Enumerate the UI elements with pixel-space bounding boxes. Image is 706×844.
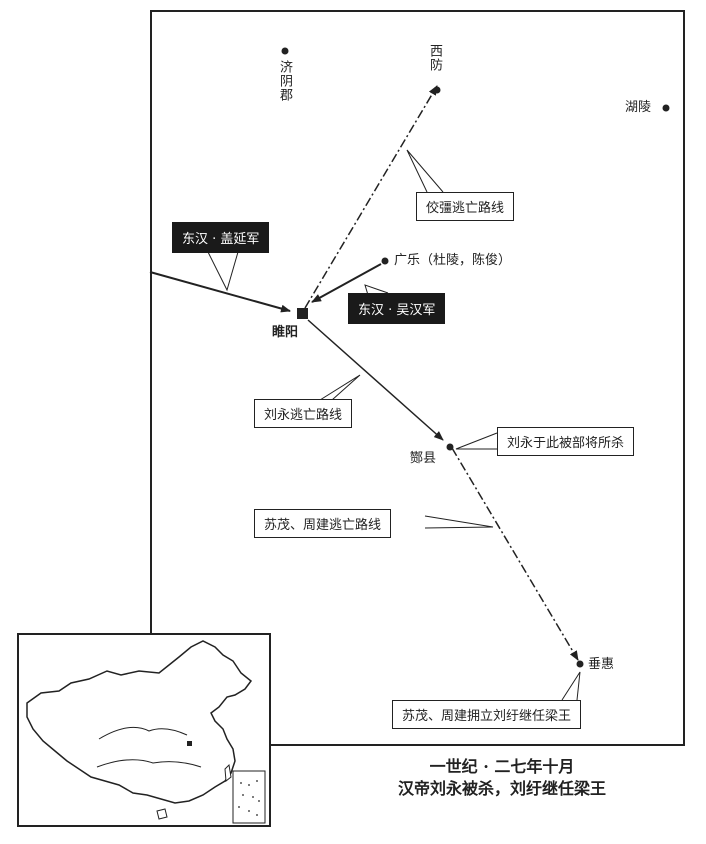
gai-yan-army-arrow [149,271,291,313]
china-mainland-shape [26,640,253,804]
callout-pointer-crown [561,671,581,701]
jiyin-marker [281,47,289,55]
hainan-island [156,808,168,820]
caption-event: 汉帝刘永被杀，刘纡继任梁王 [397,779,606,798]
callout-pointer-sumao-route [424,515,494,529]
zanxian-label: 酂县 [410,451,437,466]
yellow-river-line [98,726,188,740]
sumao-escape-route [451,447,579,661]
liuyong-route-callout: 刘永逃亡路线 [254,399,353,428]
xifang-label: 西防 [427,44,442,72]
wu-han-army-label: 东汉 · 吴汉军 [348,293,446,324]
suiyang-label: 睢阳 [272,325,299,340]
location-marker [187,741,192,746]
callout-pointer-gaiyan [207,251,239,292]
callout-pointer-liuyong-route [319,374,361,401]
south-sea-box [232,770,266,824]
map-caption: 一世纪 · 二七年十月 汉帝刘永被杀，刘纡继任梁王 [352,756,652,800]
caption-date: 一世纪 · 二七年十月 [429,757,575,776]
sumao-route-callout: 苏茂、周建逃亡路线 [254,509,392,538]
chuihui-label: 垂惠 [588,657,615,672]
yangtze-river-line [96,759,202,768]
chuihui-marker [576,660,584,668]
zanxian-marker [446,443,454,451]
callout-pointer-killed [455,432,498,450]
wu-han-army-arrow [311,263,382,303]
china-inset-map [17,633,271,827]
huling-label: 湖陵 [625,100,652,115]
taiwan-island [224,763,232,782]
callout-pointer-wuhan [364,284,389,296]
jiyin-label: 济阴郡 [277,60,292,102]
liuyong-killed-callout: 刘永于此被部将所杀 [497,427,635,456]
xifang-marker [433,86,441,94]
liuyong-escape-route [307,319,444,441]
guangle-label: 广乐（杜陵，陈俊） [394,253,512,268]
china-outline [26,640,266,824]
callout-pointer-jiaoqiang [406,149,444,193]
guangle-marker [381,257,389,265]
map-frame [150,10,685,746]
jiaoqiang-route-callout: 佼彊逃亡路线 [416,192,515,221]
south-sea-islands [238,780,260,816]
suiyang-marker [297,308,308,319]
gai-yan-army-label: 东汉 · 盖延军 [172,222,270,253]
huling-marker [662,104,670,112]
sumao-crown-callout: 苏茂、周建拥立刘纡继任梁王 [392,700,582,729]
